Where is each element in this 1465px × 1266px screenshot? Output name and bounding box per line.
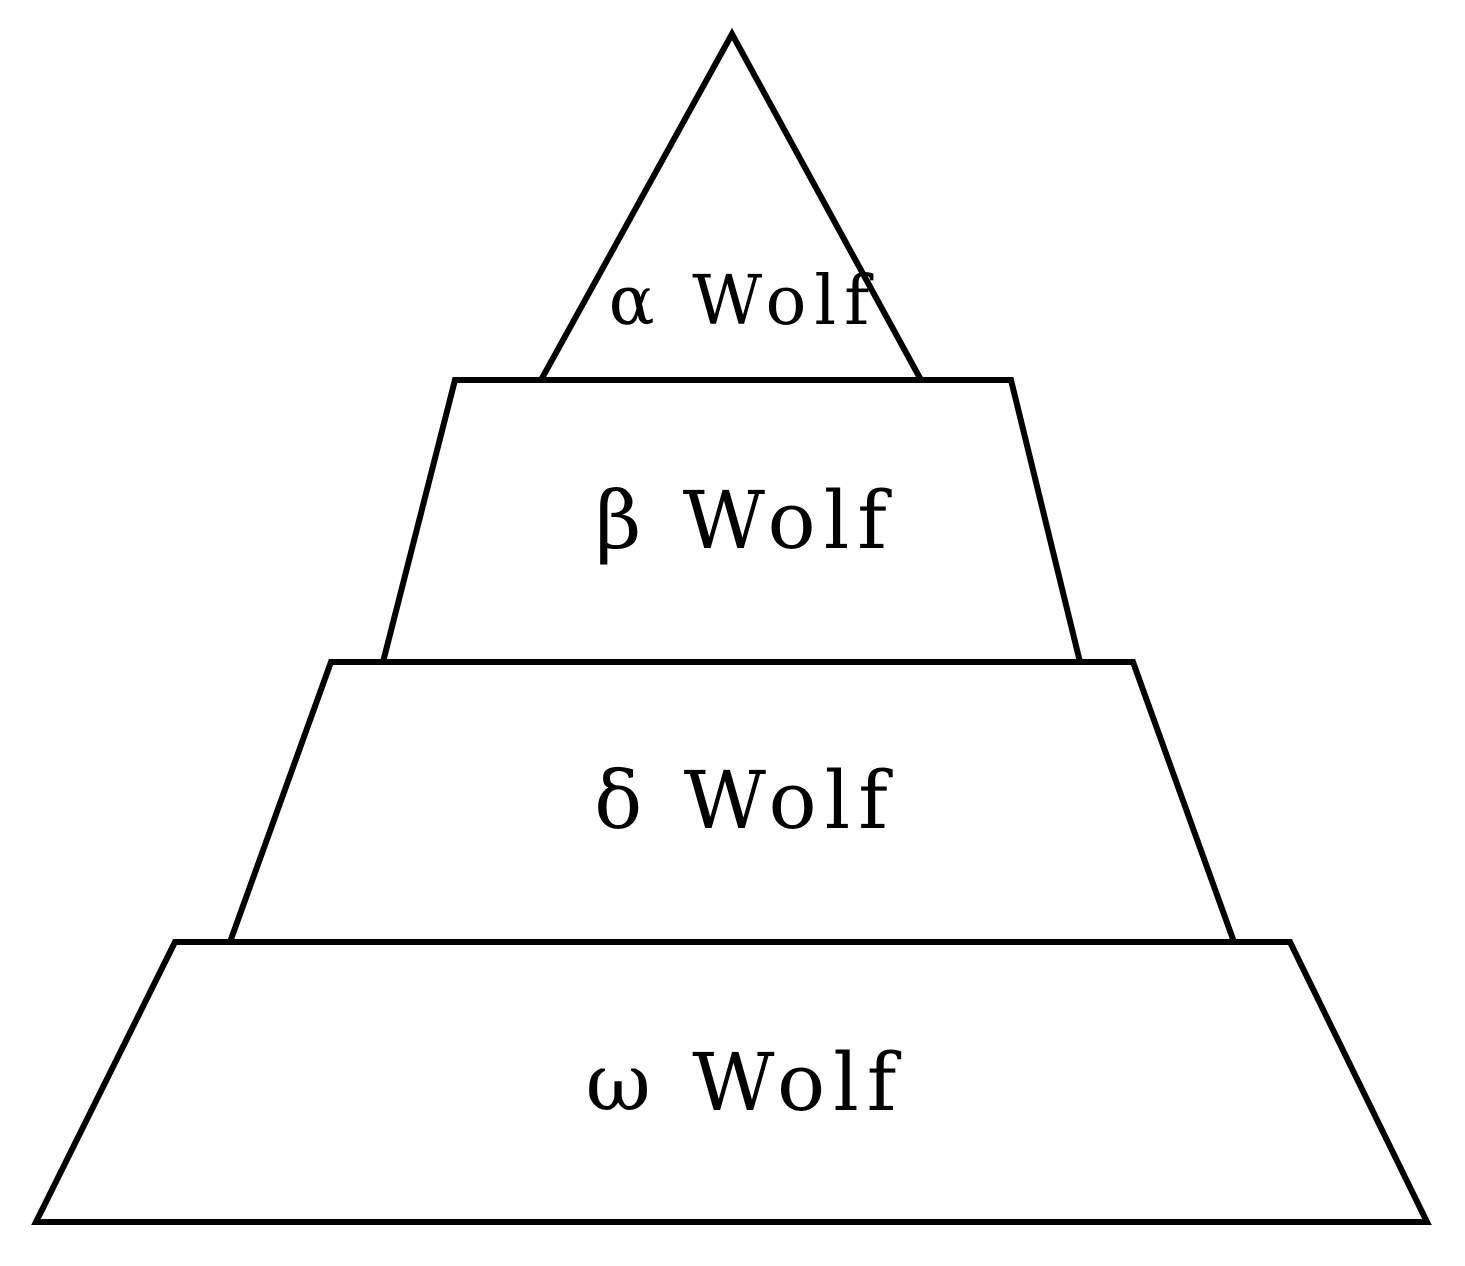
tier-delta-shape <box>225 659 1239 945</box>
tier-omega-label: ω Wolf <box>586 1036 905 1129</box>
tier-alpha-label: α Wolf <box>609 262 878 341</box>
tier-beta-shape <box>379 377 1084 665</box>
tier-beta-label: β Wolf <box>595 474 895 567</box>
tier-alpha-shape <box>535 27 927 383</box>
tier-delta-label: δ Wolf <box>594 754 896 847</box>
tier-omega-shape <box>31 939 1432 1225</box>
